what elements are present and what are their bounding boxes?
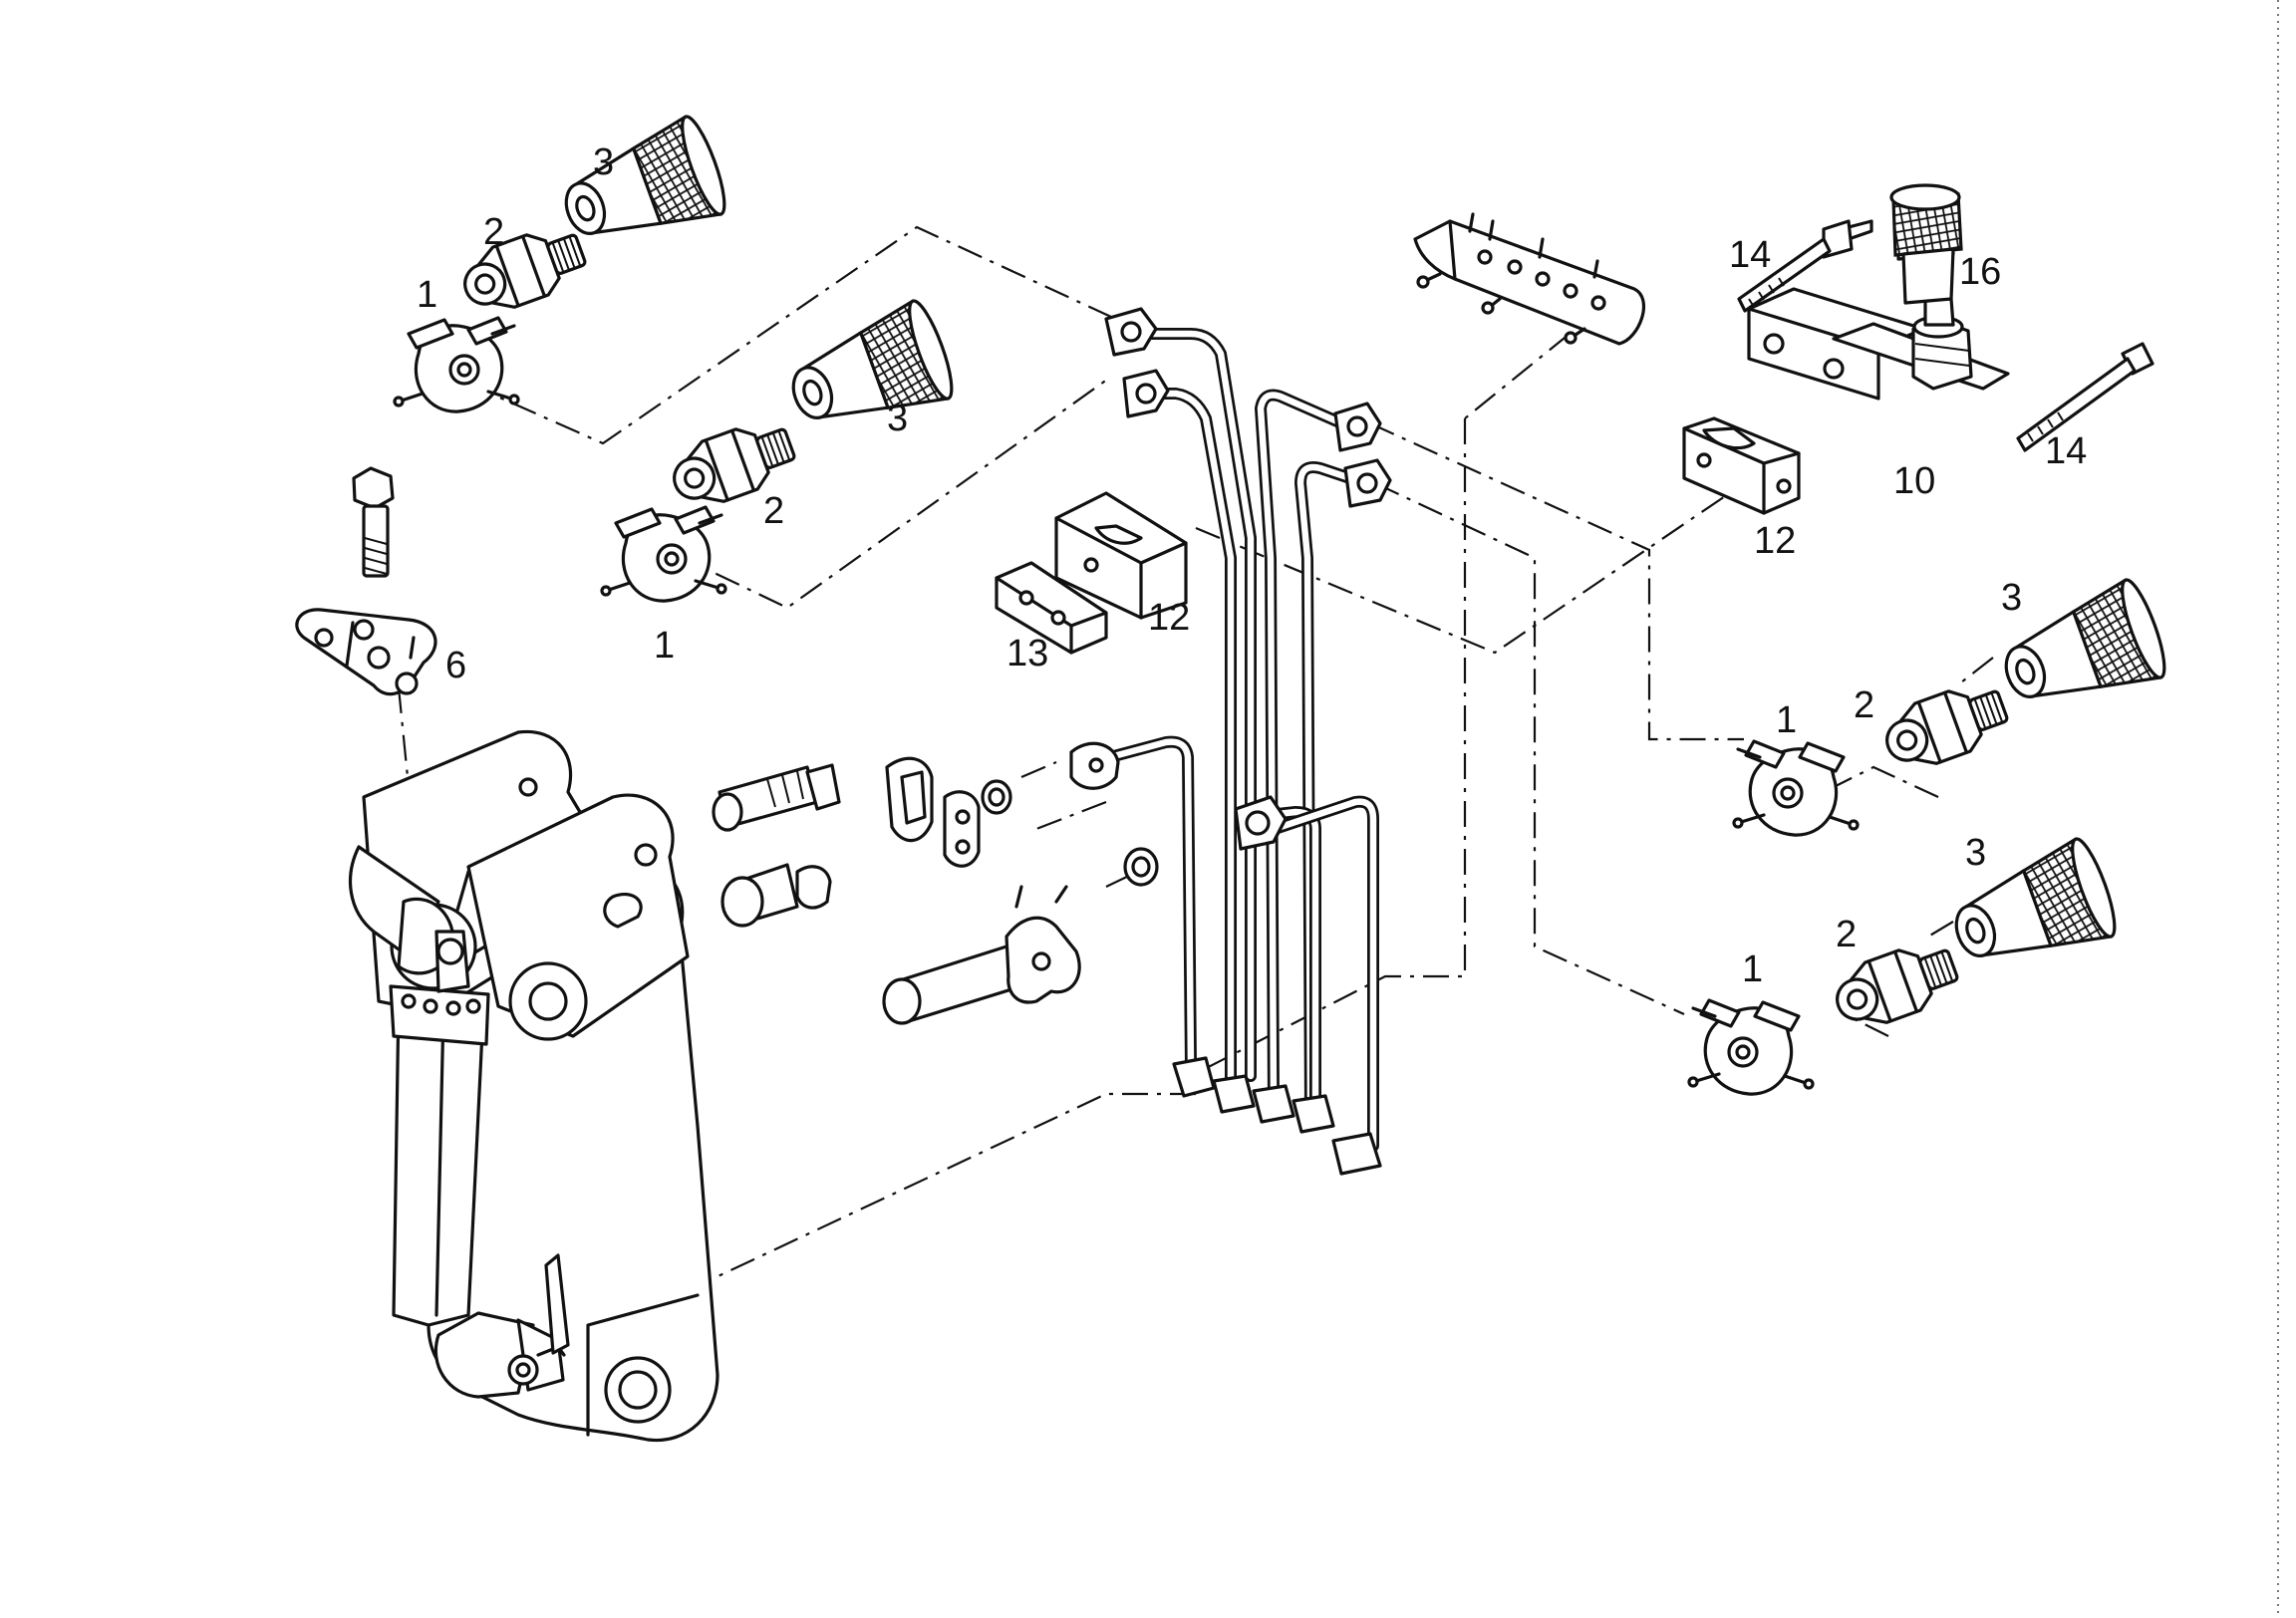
callout-2d: 2 [1836, 914, 1857, 955]
callout-6: 6 [445, 645, 466, 686]
fitting-set-right-upper [1732, 574, 2174, 837]
callout-1d: 1 [1742, 948, 1763, 990]
flange-clamp-part-1b [600, 505, 727, 603]
callout-labels: 3 2 1 3 2 1 6 12 13 14 16 14 10 12 3 2 1… [417, 141, 2087, 990]
callout-14a: 14 [1729, 234, 1771, 276]
callout-3b: 3 [887, 398, 908, 439]
callout-1b: 1 [654, 625, 675, 667]
callout-13: 13 [1006, 633, 1048, 674]
callout-14b: 14 [2045, 430, 2087, 472]
union-adapter-part-2a [453, 217, 594, 323]
flange-clamp-part-1c [1732, 739, 1860, 837]
callout-10: 10 [1893, 460, 1935, 502]
hydraulic-pipe-bundle [1085, 307, 1392, 1176]
pin-and-bushing-parts [712, 741, 1159, 1025]
callout-3d: 3 [1965, 832, 1986, 874]
callout-2a: 2 [483, 211, 504, 253]
flange-clamp-part-1a [393, 316, 520, 413]
callout-3a: 3 [593, 141, 614, 183]
fitting-set-upper-left [393, 111, 734, 413]
union-adapter-part-2c [1875, 674, 2016, 779]
pipe-clamp-halves-12-13 [995, 491, 1188, 655]
mounting-bracket-assembly [1682, 183, 2154, 515]
callout-12a: 12 [1148, 597, 1190, 639]
manifold-bar [1413, 212, 1645, 346]
callout-16: 16 [1959, 251, 2001, 293]
quick-coupler-part-3b [776, 295, 962, 449]
flange-clamp-part-1d [1687, 998, 1815, 1096]
callout-2c: 2 [1854, 684, 1874, 726]
bolt-and-bracket-part-6 [295, 466, 437, 696]
callout-3c: 3 [2001, 577, 2022, 619]
callout-12b: 12 [1754, 520, 1796, 562]
callout-1c: 1 [1776, 699, 1797, 741]
leader-lines [397, 225, 1994, 1296]
callout-1a: 1 [417, 274, 437, 316]
fitting-set-middle [600, 295, 962, 603]
callout-2b: 2 [763, 490, 784, 532]
loader-arm-assembly [348, 729, 719, 1443]
